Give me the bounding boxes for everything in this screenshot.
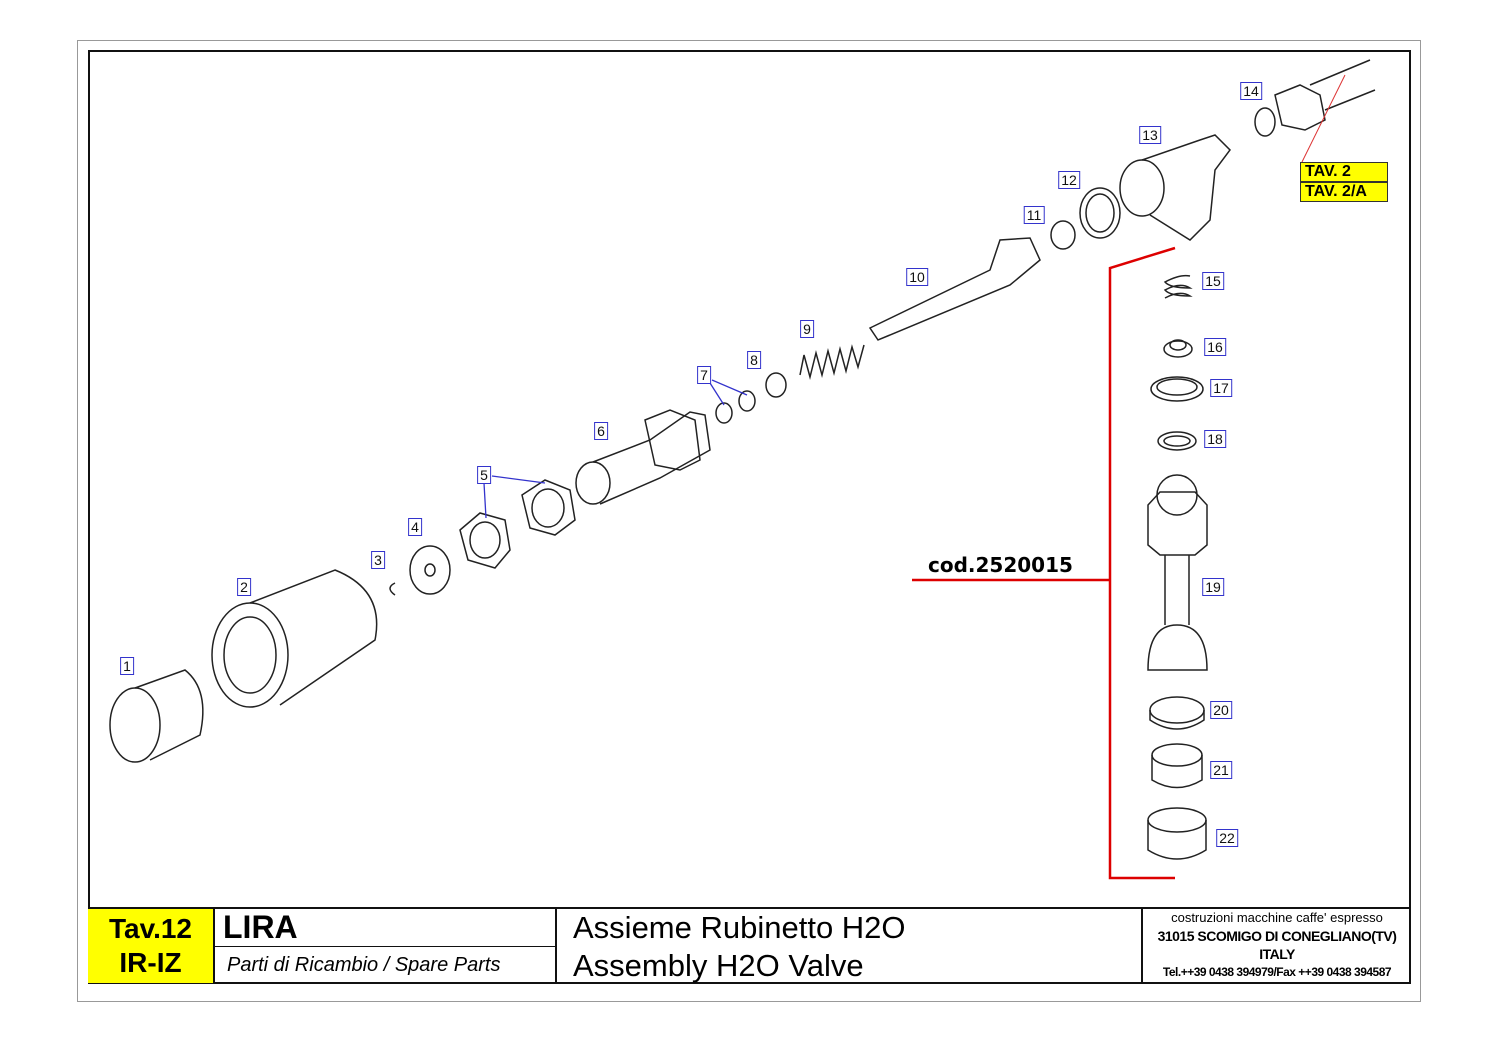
callout-13: 13 xyxy=(1139,126,1161,144)
title-block-title: Assieme Rubinetto H2O Assembly H2O Valve xyxy=(557,907,1143,983)
part-1-cap xyxy=(109,669,204,763)
part-11-disc xyxy=(1050,220,1076,250)
callout-18: 18 xyxy=(1204,430,1226,448)
callout-15: 15 xyxy=(1202,272,1224,290)
callout-11: 11 xyxy=(1023,206,1045,224)
callout-1: 1 xyxy=(120,657,134,675)
part-17-ring xyxy=(1150,376,1204,402)
subtitle: Parti di Ricambio / Spare Parts xyxy=(227,954,501,976)
part-13-valve-body xyxy=(1119,134,1231,241)
callout-21: 21 xyxy=(1210,761,1232,779)
title-block-company: costruzioni macchine caffe' espresso 310… xyxy=(1143,907,1411,983)
callout-leaders xyxy=(483,379,748,519)
reference-tav-2a: TAV. 2/A xyxy=(1300,182,1388,202)
part-10-stem xyxy=(868,237,1041,341)
part-12-gasket xyxy=(1079,187,1121,239)
part-21-filter xyxy=(1151,743,1203,789)
callout-20: 20 xyxy=(1210,701,1232,719)
callout-7: 7 xyxy=(697,366,711,384)
part-9-spring xyxy=(799,344,865,380)
part-7-orings xyxy=(715,390,756,424)
part-8-seal xyxy=(765,372,787,398)
table-number: Tav.12 xyxy=(108,913,192,944)
title-block-table-id: Tav.12 IR-IZ xyxy=(88,907,215,983)
callout-14: 14 xyxy=(1240,82,1262,100)
outer-frame xyxy=(77,40,1421,1002)
part-15-spring xyxy=(1163,274,1193,299)
model-codes: IR-IZ xyxy=(119,947,182,978)
part-6-body xyxy=(575,409,711,505)
callout-19: 19 xyxy=(1202,578,1224,596)
part-2-knob xyxy=(211,569,378,708)
drawing-frame xyxy=(88,50,1411,984)
callout-22: 22 xyxy=(1216,829,1238,847)
callout-4: 4 xyxy=(408,518,422,536)
assembly-bracket xyxy=(912,246,1176,880)
part-3-clip xyxy=(389,582,396,596)
callout-12: 12 xyxy=(1058,171,1080,189)
title-english: Assembly H2O Valve xyxy=(573,948,864,983)
company-contacts: Tel.++39 0438 394979/Fax ++39 0438 39458… xyxy=(1162,965,1392,979)
callout-16: 16 xyxy=(1204,338,1226,356)
part-14-fitting xyxy=(1254,59,1376,137)
part-16-bush xyxy=(1163,339,1193,358)
part-20-gasket xyxy=(1149,696,1205,730)
assembly-code: cod.2520015 xyxy=(928,553,1073,577)
title-block-machine: LIRA Parti di Ricambio / Spare Parts xyxy=(215,907,557,983)
callout-9: 9 xyxy=(800,320,814,338)
company-line: costruzioni macchine caffe' espresso xyxy=(1171,910,1383,925)
part-4-washer xyxy=(409,545,451,595)
part-18-oring xyxy=(1157,431,1197,451)
reference-leader xyxy=(1301,74,1346,163)
part-5-nuts xyxy=(459,479,576,569)
callout-8: 8 xyxy=(747,351,761,369)
callout-6: 6 xyxy=(594,422,608,440)
company-address: 31015 SCOMIGO DI CONEGLIANO(TV) xyxy=(1157,928,1397,944)
part-19-spout xyxy=(1147,474,1208,671)
title-italian: Assieme Rubinetto H2O xyxy=(573,910,906,945)
company-country: ITALY xyxy=(1259,946,1295,962)
reference-tav-2: TAV. 2 xyxy=(1300,162,1388,182)
callout-10: 10 xyxy=(906,268,928,286)
callout-5: 5 xyxy=(477,466,491,484)
callout-17: 17 xyxy=(1210,379,1232,397)
callout-3: 3 xyxy=(371,551,385,569)
part-22-ring xyxy=(1147,807,1207,860)
machine-name: LIRA xyxy=(215,909,555,947)
callout-2: 2 xyxy=(237,578,251,596)
